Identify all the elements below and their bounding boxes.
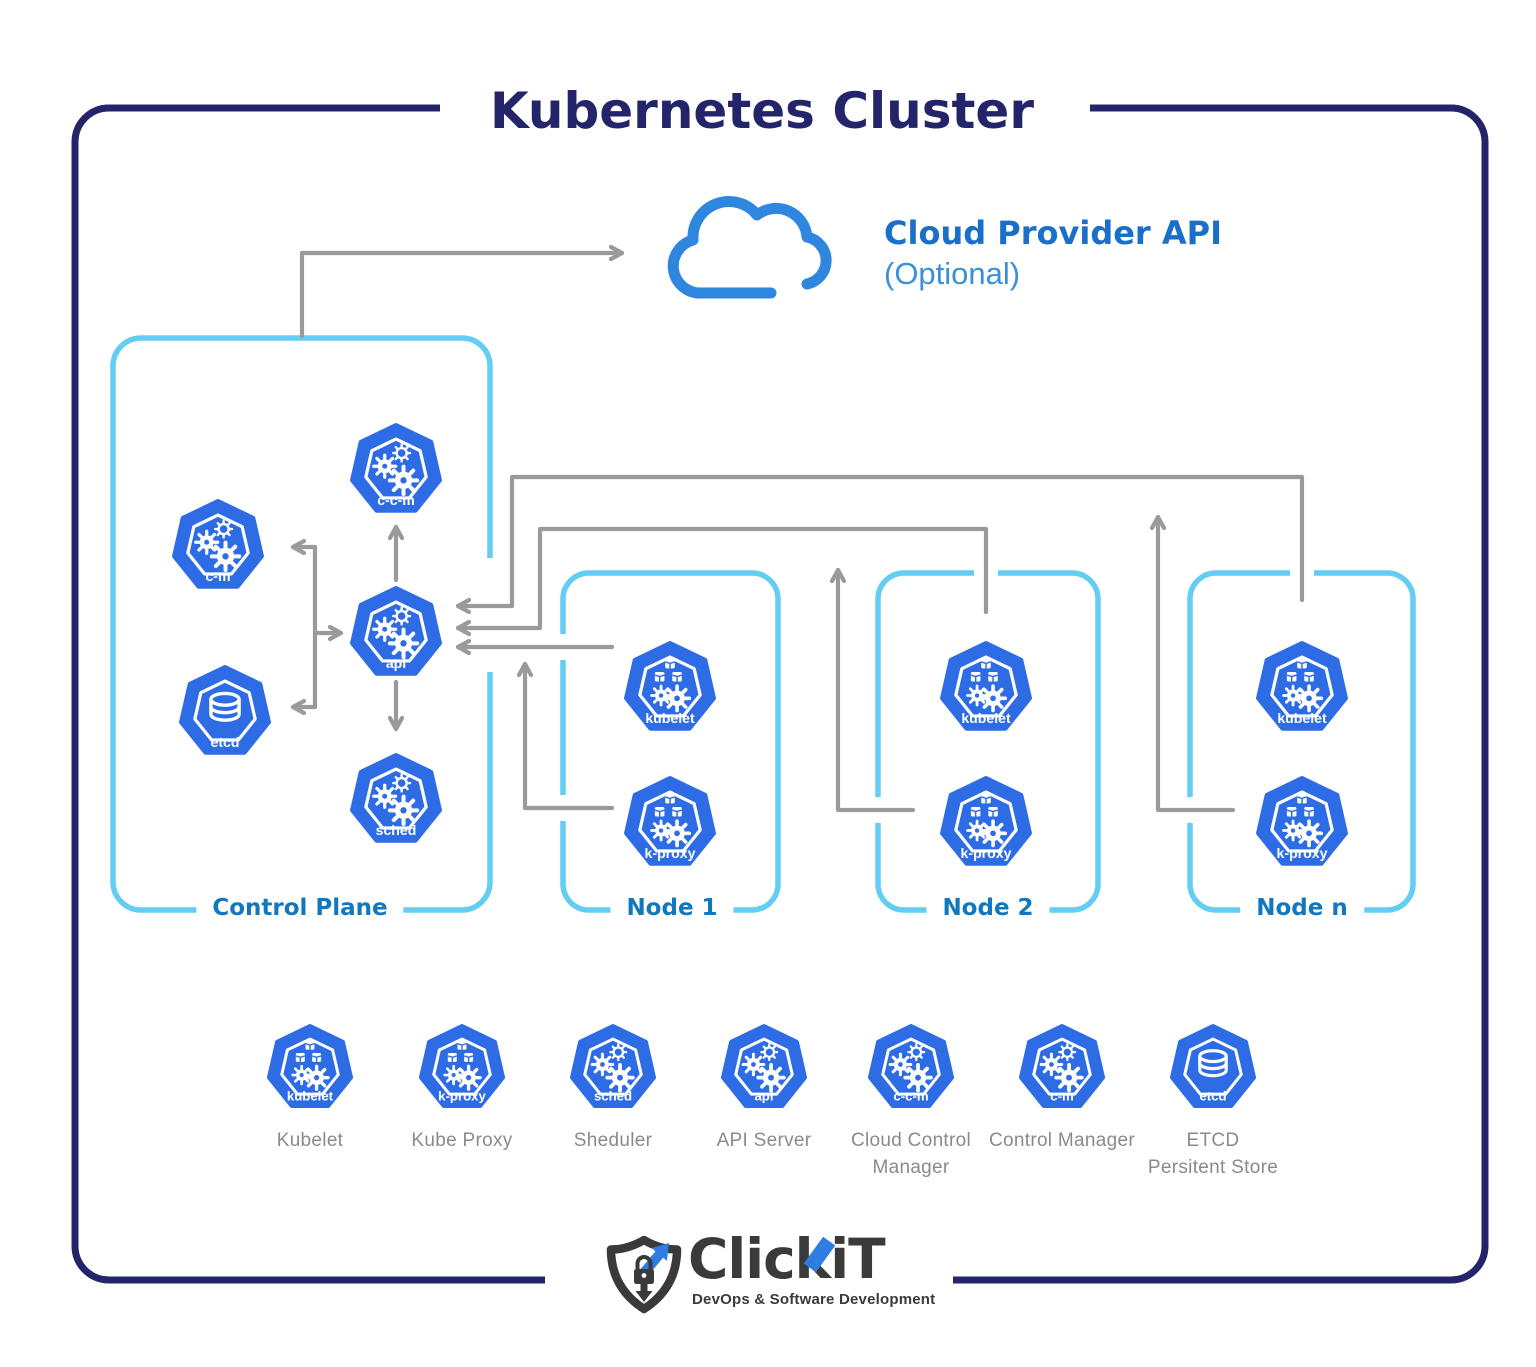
icon-label: k-proxy: [961, 845, 1012, 861]
noden-kubelet-icon: kubelet: [1258, 643, 1345, 728]
c-c-m-icon: c-c-m: [352, 425, 439, 510]
icon-label: etcd: [211, 734, 240, 750]
legend-kubelet-icon: kubelet: [269, 1026, 351, 1106]
icon-label: c-c-m: [377, 492, 415, 508]
node-2-label: Node 2: [926, 892, 1050, 924]
icon-label: k-proxy: [1277, 845, 1328, 861]
page-title: Kubernetes Cluster: [464, 82, 1060, 140]
legend-label-kube-proxy: Kube Proxy: [411, 1130, 513, 1151]
icon-label: sched: [376, 822, 417, 838]
icon-label: kubelet: [1277, 710, 1327, 726]
node1-kproxy-icon: k-proxy: [626, 778, 713, 863]
etcd-icon: etcd: [181, 667, 268, 752]
legend-kproxy-icon: k-proxy: [421, 1026, 503, 1106]
node-n-label: Node n: [1240, 892, 1364, 924]
control-plane-label: Control Plane: [196, 892, 404, 924]
icon-label: etcd: [1199, 1089, 1226, 1104]
cloud-provider-api-title: Cloud Provider API: [884, 214, 1222, 252]
legend-ccm-icon: c-c-m: [870, 1026, 952, 1106]
node2-kubelet-icon: kubelet: [942, 643, 1029, 728]
legend-label-cloud-control-manager: Cloud Control Manager: [850, 1130, 972, 1178]
clickit-logo-text: ClickiT: [688, 1227, 886, 1291]
arrow-node1-kproxy-up: [516, 661, 615, 811]
icon-label: kubelet: [287, 1089, 334, 1104]
cloud-icon: [667, 196, 832, 299]
api-icon: api: [352, 588, 439, 673]
icon-label: api: [754, 1089, 773, 1104]
node1-kubelet-icon: kubelet: [626, 643, 713, 728]
connection-arrows: [290, 244, 1305, 813]
legend-api-icon: api: [723, 1026, 805, 1106]
node2-kproxy-icon: k-proxy: [942, 778, 1029, 863]
icon-label: c-m: [205, 568, 230, 584]
icon-label: api: [386, 655, 406, 671]
icon-label: k-proxy: [438, 1089, 486, 1104]
icon-label: c-c-m: [893, 1089, 928, 1104]
legend-label-kubelet: Kubelet: [276, 1130, 344, 1151]
legend-label-control-manager: Control Manager: [988, 1130, 1136, 1151]
c-m-icon: c-m: [174, 501, 261, 586]
legend-sched-icon: sched: [572, 1026, 654, 1106]
arrow-noden-kproxy-up: [1149, 514, 1236, 813]
icon-label: kubelet: [645, 710, 695, 726]
legend-label-api-server: API Server: [716, 1130, 812, 1151]
legend-label-scheduler: Sheduler: [573, 1130, 653, 1151]
arrow-node2-kproxy-up: [829, 567, 916, 813]
noden-kproxy-icon: k-proxy: [1258, 778, 1345, 863]
sched-icon: sched: [352, 755, 439, 840]
arrow-controlplane-to-cloud: [299, 244, 625, 339]
icon-label: k-proxy: [645, 845, 696, 861]
cloud-provider-api-subtitle: (Optional): [884, 256, 1021, 291]
icon-label: c-m: [1050, 1089, 1073, 1104]
legend-label-etcd-store: ETCD Persitent Store: [1147, 1130, 1279, 1178]
arrow-noden-kubelet-to-api: [455, 474, 1305, 615]
clickit-logo-tagline: DevOps & Software Development: [692, 1291, 936, 1308]
icon-label: sched: [594, 1089, 632, 1104]
icon-label: kubelet: [961, 710, 1011, 726]
legend-cm-icon: c-m: [1021, 1026, 1103, 1106]
node-1-label: Node 1: [610, 892, 734, 924]
section-boxes: [110, 335, 1416, 913]
legend-etcd-icon: etcd: [1172, 1026, 1254, 1106]
arrow-node2-kubelet-to-api: [455, 526, 989, 637]
